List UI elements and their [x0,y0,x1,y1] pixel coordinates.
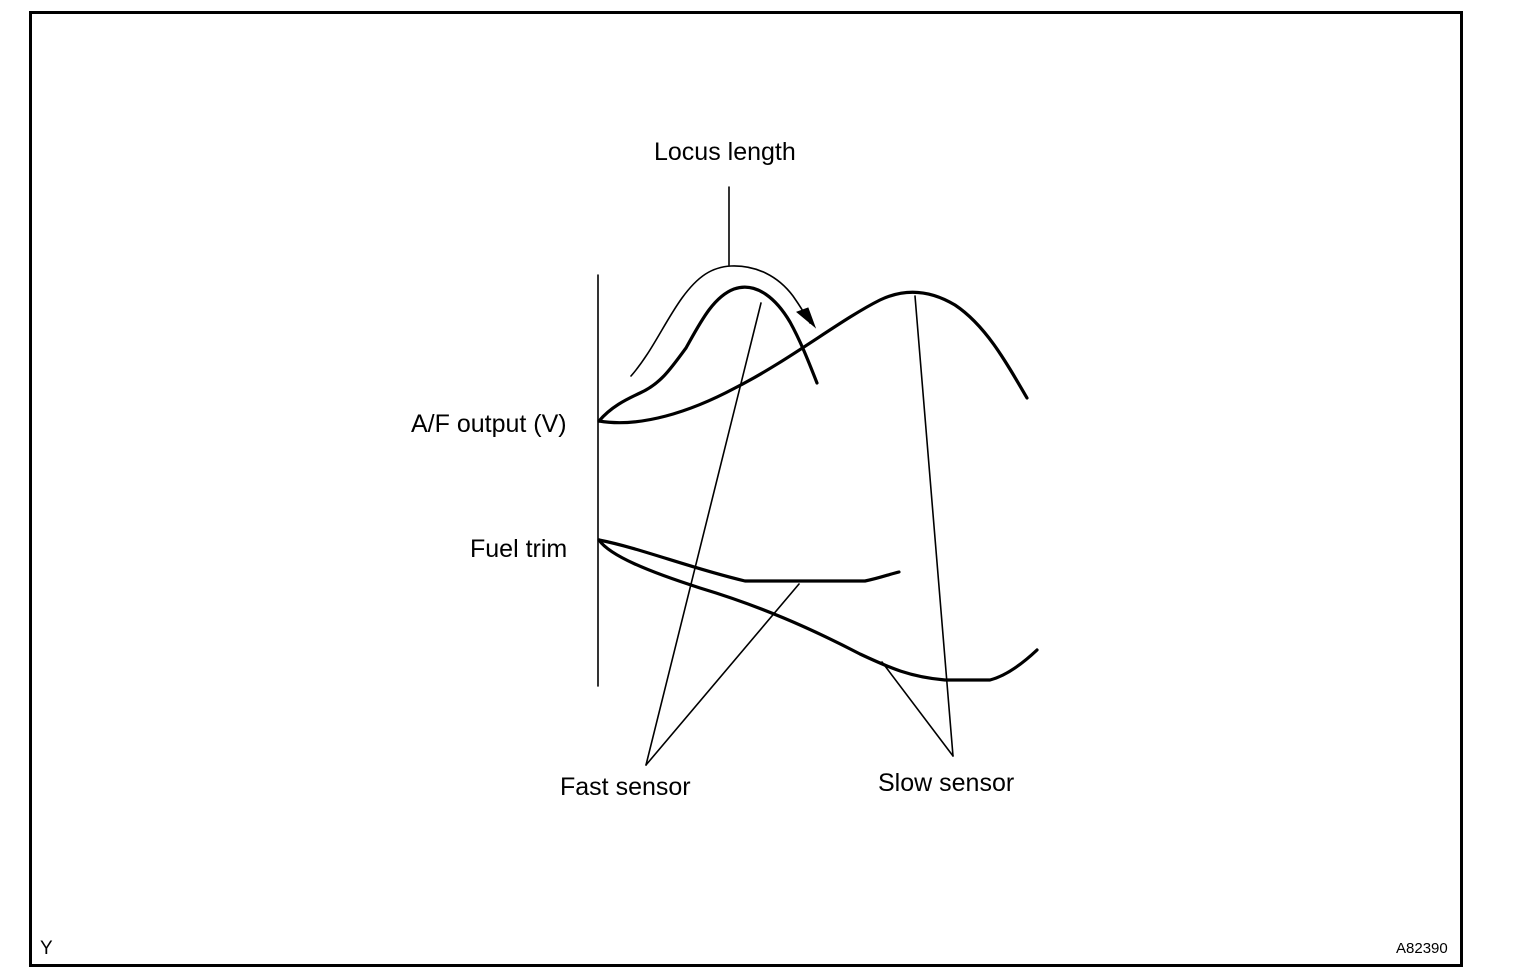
fuel-trim-label: Fuel trim [470,535,568,563]
diagram-frame [29,11,1463,967]
fast-sensor-label: Fast sensor [560,773,691,801]
fast-sensor-leader-fuel [645,583,800,766]
af-output-label: A/F output (V) [411,410,567,438]
locus-length-label: Locus length [654,138,796,166]
af-slow-sensor-curve [597,290,1029,425]
locus-length-arrowhead [796,307,817,329]
corner-code-right: A82390 [1396,940,1448,957]
af-fast-sensor-curve [597,285,819,423]
fast-sensor-leader-af [645,302,762,766]
fuel-trim-slow-sensor-curve [597,538,1039,682]
slow-sensor-leader-af [914,295,954,757]
slow-sensor-label: Slow sensor [878,769,1015,797]
slow-sensor-leader-fuel [881,661,954,757]
fuel-trim-fast-sensor-curve [597,538,901,583]
corner-code-left: Y [40,938,53,959]
locus-length-arc [630,265,811,377]
